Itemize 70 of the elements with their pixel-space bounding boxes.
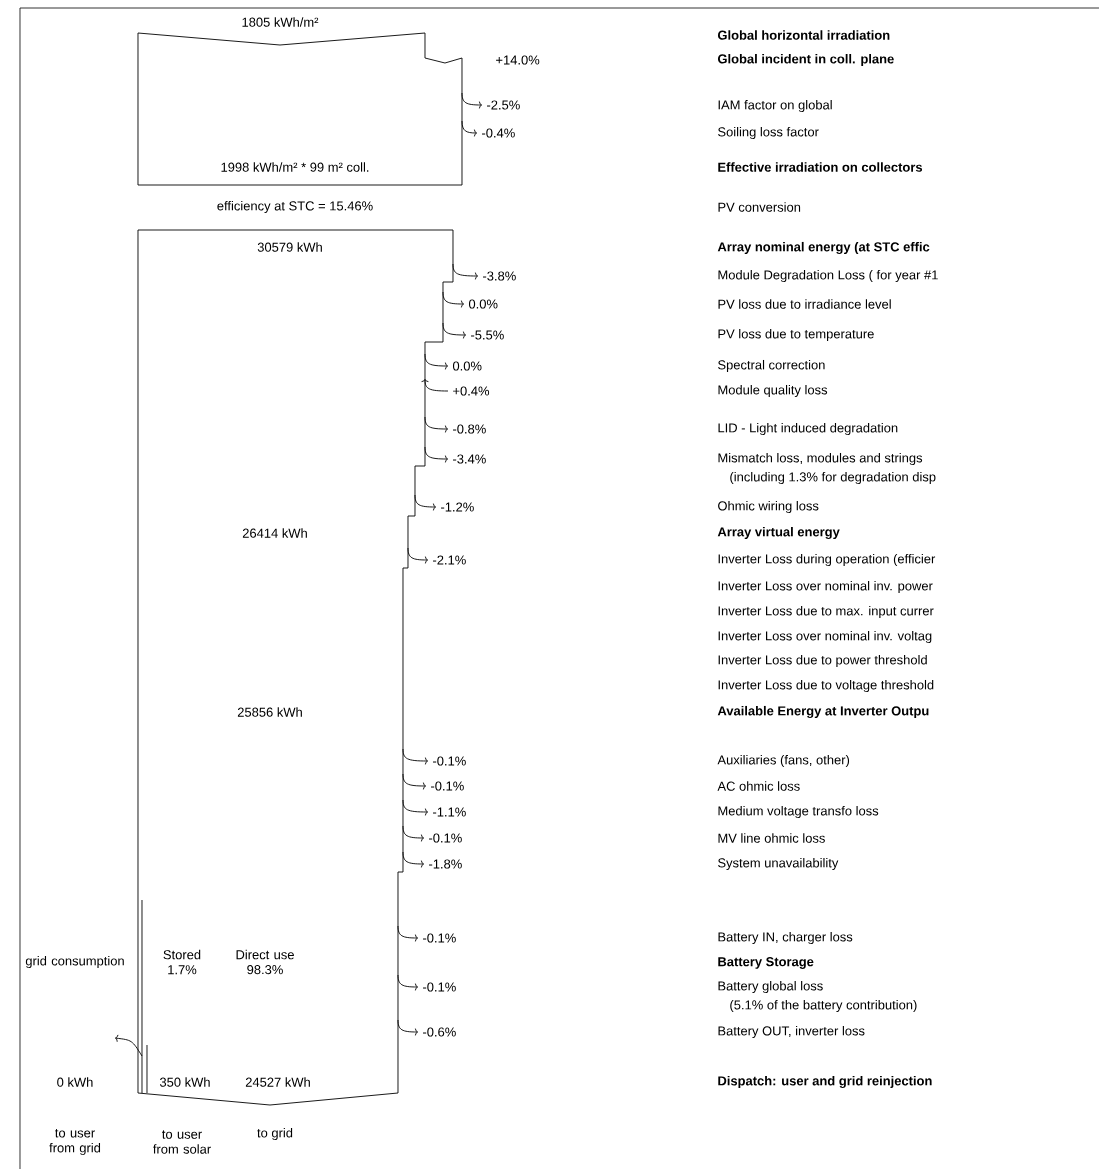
energy-value: 24527 kWh	[245, 1077, 310, 1087]
loss-label: Mismatch loss, modules and strings	[718, 452, 923, 466]
loss-label: Ohmic wiring loss	[718, 500, 819, 514]
loss-label: (including 1.3% for degradation disp	[730, 471, 936, 485]
loss-label: Inverter Loss due to voltage threshold	[718, 679, 934, 693]
destination-label: to user from solar	[153, 1130, 211, 1154]
loss-label: Battery Storage	[718, 957, 814, 969]
loss-percentage: -1.2%	[441, 502, 474, 512]
flow-share-label: Direct use 98.3%	[236, 949, 294, 975]
loss-label: Inverter Loss over nominal inv. power	[718, 580, 933, 594]
loss-label: Module quality loss	[718, 384, 828, 398]
energy-value: 1998 kWh/m² * 99 m² coll.	[221, 162, 369, 172]
energy-value: 25856 kWh	[237, 707, 302, 717]
destination-label: to user from grid	[49, 1129, 101, 1155]
loss-percentage: -2.5%	[487, 100, 520, 110]
loss-label: Global incident in coll. plane	[718, 53, 894, 67]
loss-label: Medium voltage transfo loss	[718, 805, 879, 819]
energy-value: 1805 kWh/m²	[242, 17, 319, 27]
loss-label: Auxiliaries (fans, other)	[717, 754, 850, 768]
loss-label: PV loss due to temperature	[718, 328, 874, 342]
loss-label: Array nominal energy (at STC effic	[717, 241, 930, 255]
loss-percentage: -0.4%	[482, 128, 515, 138]
destination-label: to grid	[257, 1127, 293, 1141]
loss-percentage: -0.6%	[423, 1027, 456, 1037]
loss-percentage: -3.4%	[453, 454, 486, 464]
loss-label: PV loss due to irradiance level	[718, 299, 891, 309]
energy-value: 26414 kWh	[242, 528, 307, 538]
loss-percentage: -0.1%	[423, 982, 456, 992]
loss-label: IAM factor on global	[718, 99, 832, 113]
loss-percentage: -0.1%	[423, 933, 456, 943]
loss-percentage: -1.1%	[433, 807, 466, 817]
loss-percentage: +14.0%	[496, 55, 540, 65]
energy-value: 350 kWh	[159, 1077, 210, 1087]
loss-percentage: -0.8%	[453, 424, 486, 434]
loss-percentage: -2.1%	[433, 555, 466, 565]
loss-label: (5.1% of the battery contribution)	[730, 999, 917, 1013]
loss-label: MV line ohmic loss	[718, 833, 825, 843]
loss-label: Effective irradiation on collectors	[718, 162, 923, 172]
loss-percentage: -0.1%	[429, 833, 462, 843]
loss-label: Global horizontal irradiation	[718, 30, 890, 40]
loss-percentage: -5.5%	[471, 330, 504, 340]
loss-label: Inverter Loss due to power threshold	[718, 654, 927, 668]
loss-label: Array virtual energy	[717, 526, 840, 540]
loss-label: Inverter Loss during operation (efficier	[718, 553, 936, 567]
loss-label: Battery IN, charger loss	[718, 931, 853, 945]
flow-share-label: Stored 1.7%	[163, 949, 201, 975]
loss-percentage: 0.0%	[468, 299, 498, 309]
loss-label: Module Degradation Loss ( for year #1	[718, 269, 938, 283]
loss-label: LID - Light induced degradation	[718, 422, 898, 436]
loss-percentage: +0.4%	[453, 386, 490, 396]
loss-percentage: -0.1%	[431, 781, 464, 791]
loss-percentage: -1.8%	[429, 859, 462, 869]
loss-label: Inverter Loss over nominal inv. voltag	[718, 630, 932, 644]
loss-label: AC ohmic loss	[717, 781, 800, 791]
energy-value: 30579 kWh	[257, 242, 322, 252]
loss-label: Soiling loss factor	[718, 126, 819, 140]
loss-label: System unavailability	[718, 857, 839, 871]
loss-percentage: -0.1%	[433, 756, 466, 766]
efficiency-label: efficiency at STC = 15.46%	[217, 200, 373, 214]
loss-percentage: 0.0%	[452, 361, 482, 371]
loss-label: Battery OUT, inverter loss	[718, 1025, 865, 1039]
loss-percentage: -3.8%	[483, 271, 516, 281]
loss-label: Spectral correction	[718, 359, 825, 373]
energy-value: 0 kWh	[57, 1077, 93, 1087]
loss-label: Available Energy at Inverter Outpu	[717, 705, 929, 719]
loss-label: PV conversion	[718, 202, 801, 212]
loss-label: Dispatch: user and grid reinjection	[718, 1075, 932, 1089]
flow-share-label: grid consumption	[25, 955, 124, 969]
loss-label: Battery global loss	[718, 980, 823, 994]
loss-label: Inverter Loss due to max. input currer	[718, 605, 934, 619]
